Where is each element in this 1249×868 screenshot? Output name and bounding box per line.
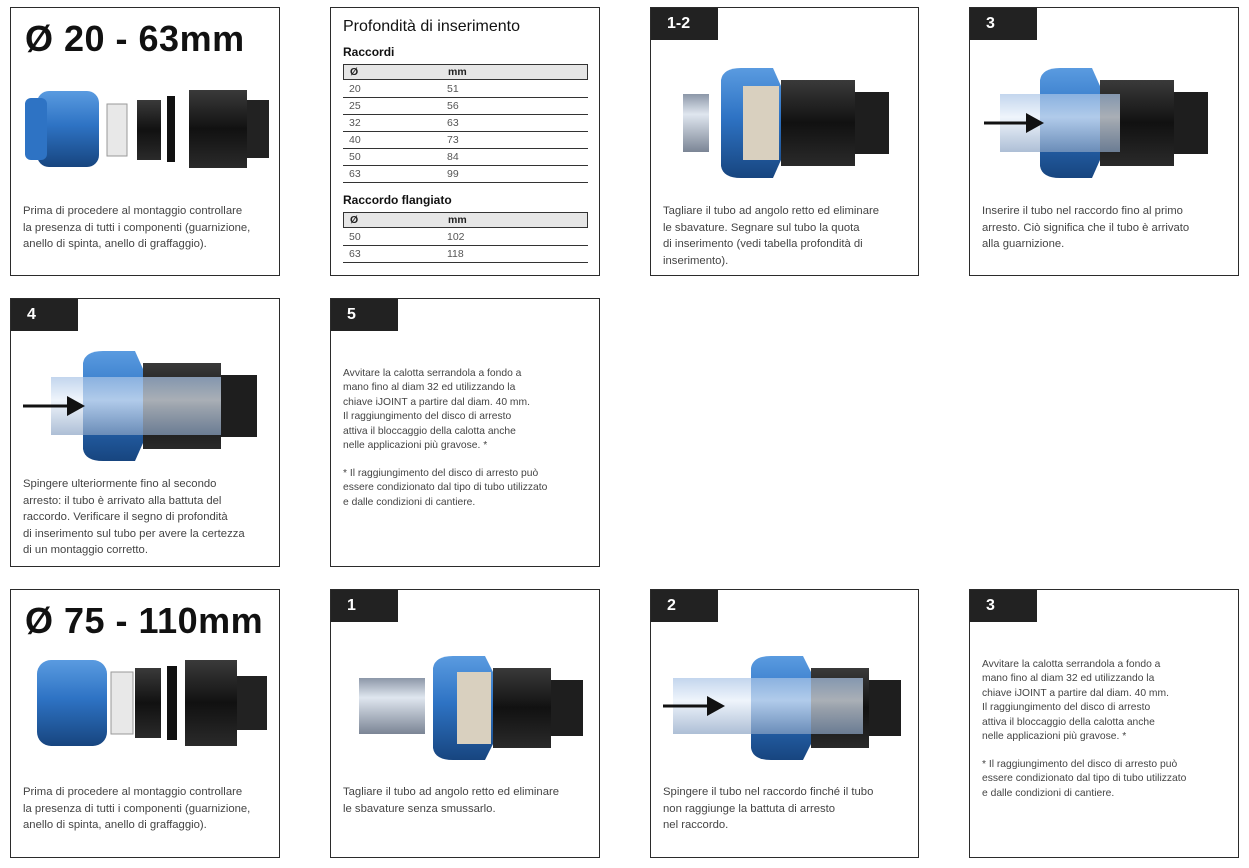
step-text: Inserire il tubo nel raccordo fino al pr… — [982, 205, 1190, 250]
step-number-tab: 5 — [331, 299, 398, 331]
step-text: Tagliare il tubo ad angolo retto ed elim… — [343, 786, 560, 815]
table-header: Ø mm — [343, 212, 588, 228]
card-set1-intro: Ø 20 - 63mm Prima di procedere al montag… — [10, 7, 280, 276]
card-step-5: 5 Avvitare la calotta serrandola a fondo… — [330, 298, 600, 567]
step-number-tab: 4 — [11, 299, 78, 331]
step-number-tab: 2 — [651, 590, 718, 622]
step-number-tab: 3 — [970, 8, 1037, 40]
step-number-tab: 1-2 — [651, 8, 718, 40]
card-step-1-large: 1 Tagliare il tubo ad angolo retto ed el… — [330, 589, 600, 858]
card-set2-intro: Ø 75 - 110mm Prima di procedere al monta… — [10, 589, 280, 858]
pipe-insert-second-stop-image — [23, 351, 257, 461]
intro-text: Prima di procedere al montaggio controll… — [23, 205, 251, 250]
step-text: Avvitare la calotta serrandola a fondo a… — [982, 659, 1169, 743]
step-text: Avvitare la calotta serrandola a fondo a… — [343, 368, 530, 452]
raccordi-label: Raccordi — [343, 45, 395, 59]
card-step-3-large: 3 Avvitare la calotta serrandola a fondo… — [969, 589, 1239, 858]
table-title: Profondità di inserimento — [343, 18, 520, 35]
step-note: * Il raggiungimento del disco di arresto… — [343, 468, 548, 508]
flangiato-label: Raccordo flangiato — [343, 193, 452, 207]
set-title: Ø 75 - 110mm — [25, 600, 264, 641]
components-exploded-image — [37, 660, 267, 746]
card-step-3: 3 Inserire il tubo nel raccordo fino al … — [969, 7, 1239, 276]
components-exploded-image — [25, 90, 269, 168]
step-note: * Il raggiungimento del disco di arresto… — [982, 759, 1187, 799]
card-step-4: 4 Spingere ulteriormente fino al secondo… — [10, 298, 280, 567]
step-number-tab: 1 — [331, 590, 398, 622]
set-title: Ø 20 - 63mm — [25, 18, 245, 59]
table-header: Ø mm — [343, 64, 588, 80]
step-text: Tagliare il tubo ad angolo retto ed elim… — [663, 205, 880, 267]
step-number-tab: 3 — [970, 590, 1037, 622]
step-text: Spingere il tubo nel raccordo finché il … — [663, 786, 874, 831]
step-text: Spingere ulteriormente fino al secondo a… — [23, 478, 245, 556]
pipe-insert-first-stop-image — [984, 68, 1208, 178]
card-step-1-2: 1-2 Tagliare il tubo ad angolo retto ed … — [650, 7, 919, 276]
intro-text: Prima di procedere al montaggio controll… — [23, 786, 251, 831]
card-step-2-large: 2 Spingere il tubo nel raccordo finché i… — [650, 589, 919, 858]
card-insertion-table: Profondità di inserimento Raccordi Ø mm … — [330, 7, 600, 276]
pipe-push-image — [663, 656, 901, 760]
pipe-cut-image — [683, 68, 889, 178]
pipe-cut-image — [359, 656, 583, 760]
